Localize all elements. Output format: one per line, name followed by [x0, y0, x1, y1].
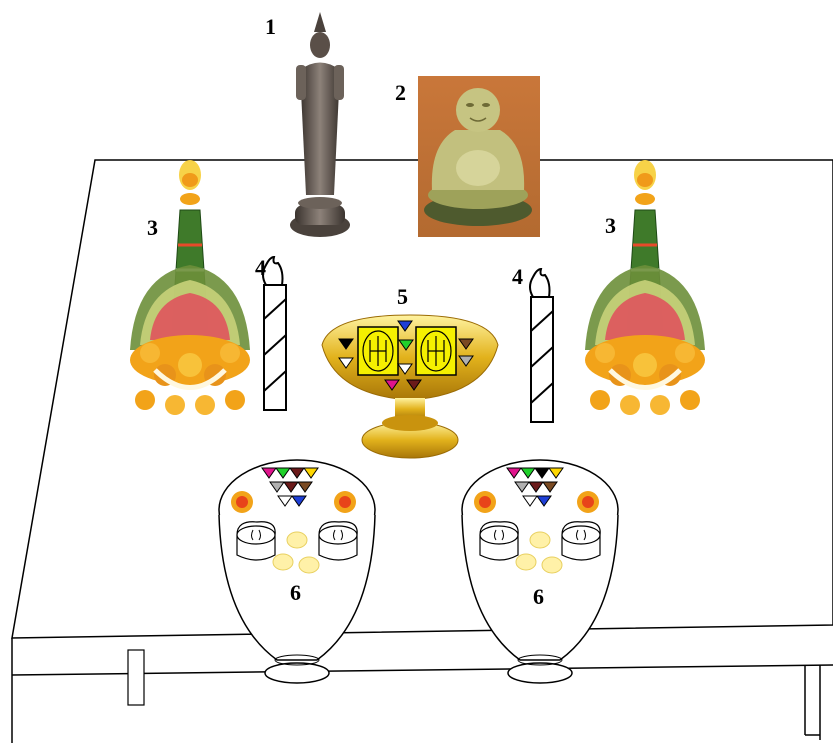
label-seated-buddha: 2 — [395, 80, 406, 105]
label-bowl-left: 6 — [290, 580, 301, 605]
offering-tray — [321, 314, 499, 459]
seal-right — [415, 326, 457, 376]
label-bowl-right: 6 — [533, 584, 544, 609]
bowl-left — [218, 459, 376, 684]
candle-left — [262, 256, 287, 411]
standing-buddha — [290, 12, 350, 237]
candle-right — [529, 268, 554, 423]
label-standing-buddha: 1 — [265, 14, 276, 39]
label-bai-sri-left: 3 — [147, 215, 158, 240]
label-offering-tray: 5 — [397, 284, 408, 309]
label-candle-left: 4 — [255, 255, 266, 280]
table-leg-back-left — [127, 649, 145, 706]
seal-left — [357, 326, 399, 376]
label-bai-sri-right: 3 — [605, 213, 616, 238]
label-candle-right: 4 — [512, 264, 523, 289]
bowl-right — [461, 459, 619, 684]
seated-buddha — [418, 76, 540, 237]
